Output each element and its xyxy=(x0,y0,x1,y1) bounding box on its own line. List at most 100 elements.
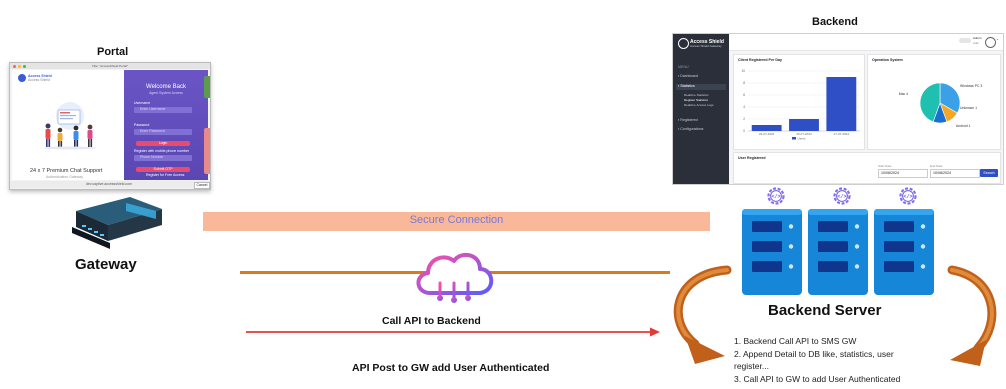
phone-input[interactable]: Phone Number xyxy=(134,155,192,161)
gateway-router-icon xyxy=(72,197,162,249)
bar xyxy=(826,77,857,131)
welcome-heading: Welcome Back xyxy=(146,84,186,90)
portal-label: Portal xyxy=(97,46,129,58)
support-text: 24 x 7 Premium Chat Support xyxy=(30,168,103,174)
server-slot xyxy=(818,241,848,252)
server-slot xyxy=(884,221,914,232)
server-slot xyxy=(818,261,848,272)
server-led xyxy=(788,244,794,249)
portal-logo-icon xyxy=(18,74,26,82)
minimize-dot-icon[interactable] xyxy=(18,64,21,68)
register-link[interactable]: Register for Free Access xyxy=(146,173,185,177)
y-tick-label: 0 xyxy=(743,129,745,133)
menu-registered[interactable]: ▪ Registered xyxy=(678,118,698,122)
y-tick-label: 6 xyxy=(743,93,745,97)
end-date-input[interactable]: 10/08/2024 xyxy=(930,169,980,178)
code-gear-icon: </> xyxy=(833,187,851,205)
cancel-button[interactable]: Cancel xyxy=(194,182,210,189)
menu-statistics[interactable]: ▪ Statistics xyxy=(676,84,726,90)
server-slot xyxy=(884,261,914,272)
portal-logo-sub: Access Shield xyxy=(28,78,50,82)
x-tick-label: 25-07-2024 xyxy=(796,132,812,136)
otp-button[interactable]: Submit OTP xyxy=(136,167,190,172)
server-led xyxy=(920,264,926,269)
password-input[interactable]: Enter Password xyxy=(134,129,192,135)
menu-dashboard[interactable]: ▪ Dashboard xyxy=(678,74,698,78)
server-led xyxy=(854,264,860,269)
server-rack xyxy=(808,209,868,295)
y-tick-label: 10 xyxy=(741,69,745,73)
menu-register-stats[interactable]: Register Statistics xyxy=(684,98,709,102)
login-button[interactable]: Login xyxy=(136,141,190,146)
register-label: Register with mobile phone number xyxy=(134,149,190,153)
gateway-label: Gateway xyxy=(75,256,137,273)
server-led xyxy=(854,224,860,229)
server-led xyxy=(788,264,794,269)
bar-chart-title: Client Registered Per Day xyxy=(738,58,782,62)
red-arrow xyxy=(246,327,660,337)
code-gear-icon: </> xyxy=(767,187,785,205)
svg-text:</>: </> xyxy=(837,194,846,200)
menu-realtime-stats[interactable]: Realtime Statistics xyxy=(684,93,709,97)
pie-label: Windows PC 3 xyxy=(960,84,982,88)
theme-toggle[interactable] xyxy=(959,38,971,43)
step-1: 1. Backend Call API to SMS GW xyxy=(734,336,857,346)
user-sub: Adm xyxy=(973,41,980,45)
pie-slice xyxy=(939,82,961,114)
server-led xyxy=(920,224,926,229)
support-sub: Authentication Gateway xyxy=(46,175,83,179)
menu-access-logs[interactable]: Realtime Access Logs xyxy=(684,103,714,107)
pie-label: Unknown 1 xyxy=(960,106,977,110)
avatar-icon[interactable] xyxy=(985,37,996,48)
server-slot xyxy=(752,221,782,232)
step-2-cont: register... xyxy=(734,361,769,371)
dashboard-header: Admin Adm ⌄ xyxy=(729,34,1003,51)
maximize-dot-icon[interactable] xyxy=(23,64,26,68)
bar xyxy=(789,119,819,131)
legend-label: Users xyxy=(798,137,806,141)
team-illustration-icon xyxy=(44,102,96,150)
backend-dashboard: Access Shield Access Shield Gateway MENU… xyxy=(672,33,1004,185)
server-slot xyxy=(884,241,914,252)
user-registered-card: User Registered Start Date 10/08/2024 En… xyxy=(733,152,1001,184)
process-steps: 1. Backend Call API to SMS GW 2. Append … xyxy=(734,335,964,385)
backend-server-label: Backend Server xyxy=(768,302,882,319)
portal-window: Title: "AccessShield Portal" Access Shie… xyxy=(9,62,211,190)
search-button[interactable]: Search xyxy=(980,169,998,177)
user-chip: Admin xyxy=(973,36,982,40)
end-date-label: End Date xyxy=(930,164,943,168)
start-date-input[interactable]: 10/08/2024 xyxy=(878,169,928,178)
brand-logo-icon xyxy=(678,38,689,49)
close-dot-icon[interactable] xyxy=(13,64,16,68)
server-led xyxy=(920,244,926,249)
y-tick-label: 8 xyxy=(743,81,745,85)
server-top xyxy=(808,209,868,215)
server-top xyxy=(874,209,934,215)
side-tab-pink xyxy=(204,128,210,174)
code-gear-icon: </> xyxy=(899,187,917,205)
pie-label: Mac 4 xyxy=(899,92,908,96)
x-tick-label: 27-07-2024 xyxy=(834,132,850,136)
curved-arrow-right xyxy=(947,265,997,366)
username-input[interactable]: Enter Username xyxy=(134,107,192,113)
server-rack xyxy=(874,209,934,295)
server-slot xyxy=(818,221,848,232)
brand-name: Access Shield xyxy=(690,39,724,45)
curved-arrow-left xyxy=(673,265,732,364)
portal-url: dev.captive.accessshield.com xyxy=(86,182,133,186)
step-2: 2. Append Detail to DB like, statistics,… xyxy=(734,348,894,359)
username-label: Username xyxy=(134,101,151,105)
secure-connection-band xyxy=(203,212,710,231)
chevron-down-icon[interactable]: ⌄ xyxy=(996,37,1000,41)
server-led xyxy=(854,244,860,249)
bar xyxy=(751,125,782,131)
backend-label: Backend xyxy=(812,16,858,28)
x-tick-label: 24-07-2024 xyxy=(759,132,775,136)
y-tick-label: 4 xyxy=(743,105,745,109)
portal-title-bar: Title: "AccessShield Portal" xyxy=(10,63,210,69)
side-tab-green xyxy=(204,76,210,98)
menu-configurations[interactable]: ▪ Configurations xyxy=(678,127,704,131)
